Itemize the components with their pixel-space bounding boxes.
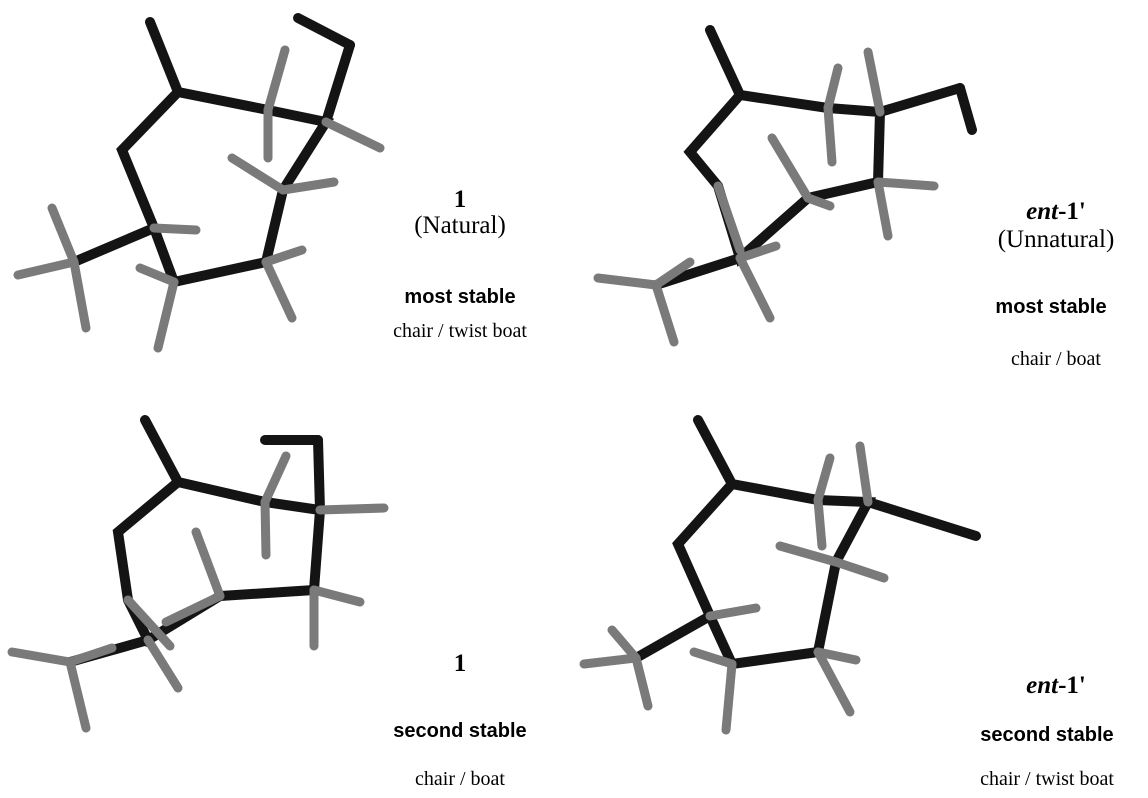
conformation-label: chair / boat	[415, 768, 505, 790]
conformation-label: chair / twist boat	[980, 768, 1114, 790]
backbone-bonds	[631, 415, 981, 670]
conformation-label: chair / boat	[1011, 348, 1101, 370]
molecule-1-most-stable	[13, 13, 385, 353]
stability-label: most stable	[995, 296, 1107, 318]
backbone-bonds	[69, 13, 355, 288]
compound-label: 1	[453, 650, 467, 677]
molecule-1-second-stable	[7, 415, 389, 733]
hydrogen-bonds	[579, 441, 889, 735]
conformation-label: chair / twist boat	[393, 320, 527, 342]
stability-label: second stable	[980, 724, 1114, 746]
stability-label: most stable	[404, 286, 516, 308]
compound-label: ent-1'	[1026, 672, 1086, 699]
backbone-bonds	[651, 25, 977, 290]
origin-label: (Natural)	[414, 212, 506, 239]
hydrogen-bonds	[13, 45, 385, 353]
hydrogen-bonds	[593, 47, 939, 347]
hydrogen-bonds	[7, 451, 389, 733]
compound-label: 1	[453, 186, 467, 213]
molecule-ent-1-most-stable	[593, 25, 977, 347]
molecule-ent-1-second-stable	[579, 415, 981, 735]
compound-label: ent-1'	[1026, 198, 1086, 225]
stability-label: second stable	[393, 720, 527, 742]
origin-label: (Unnatural)	[997, 226, 1115, 253]
